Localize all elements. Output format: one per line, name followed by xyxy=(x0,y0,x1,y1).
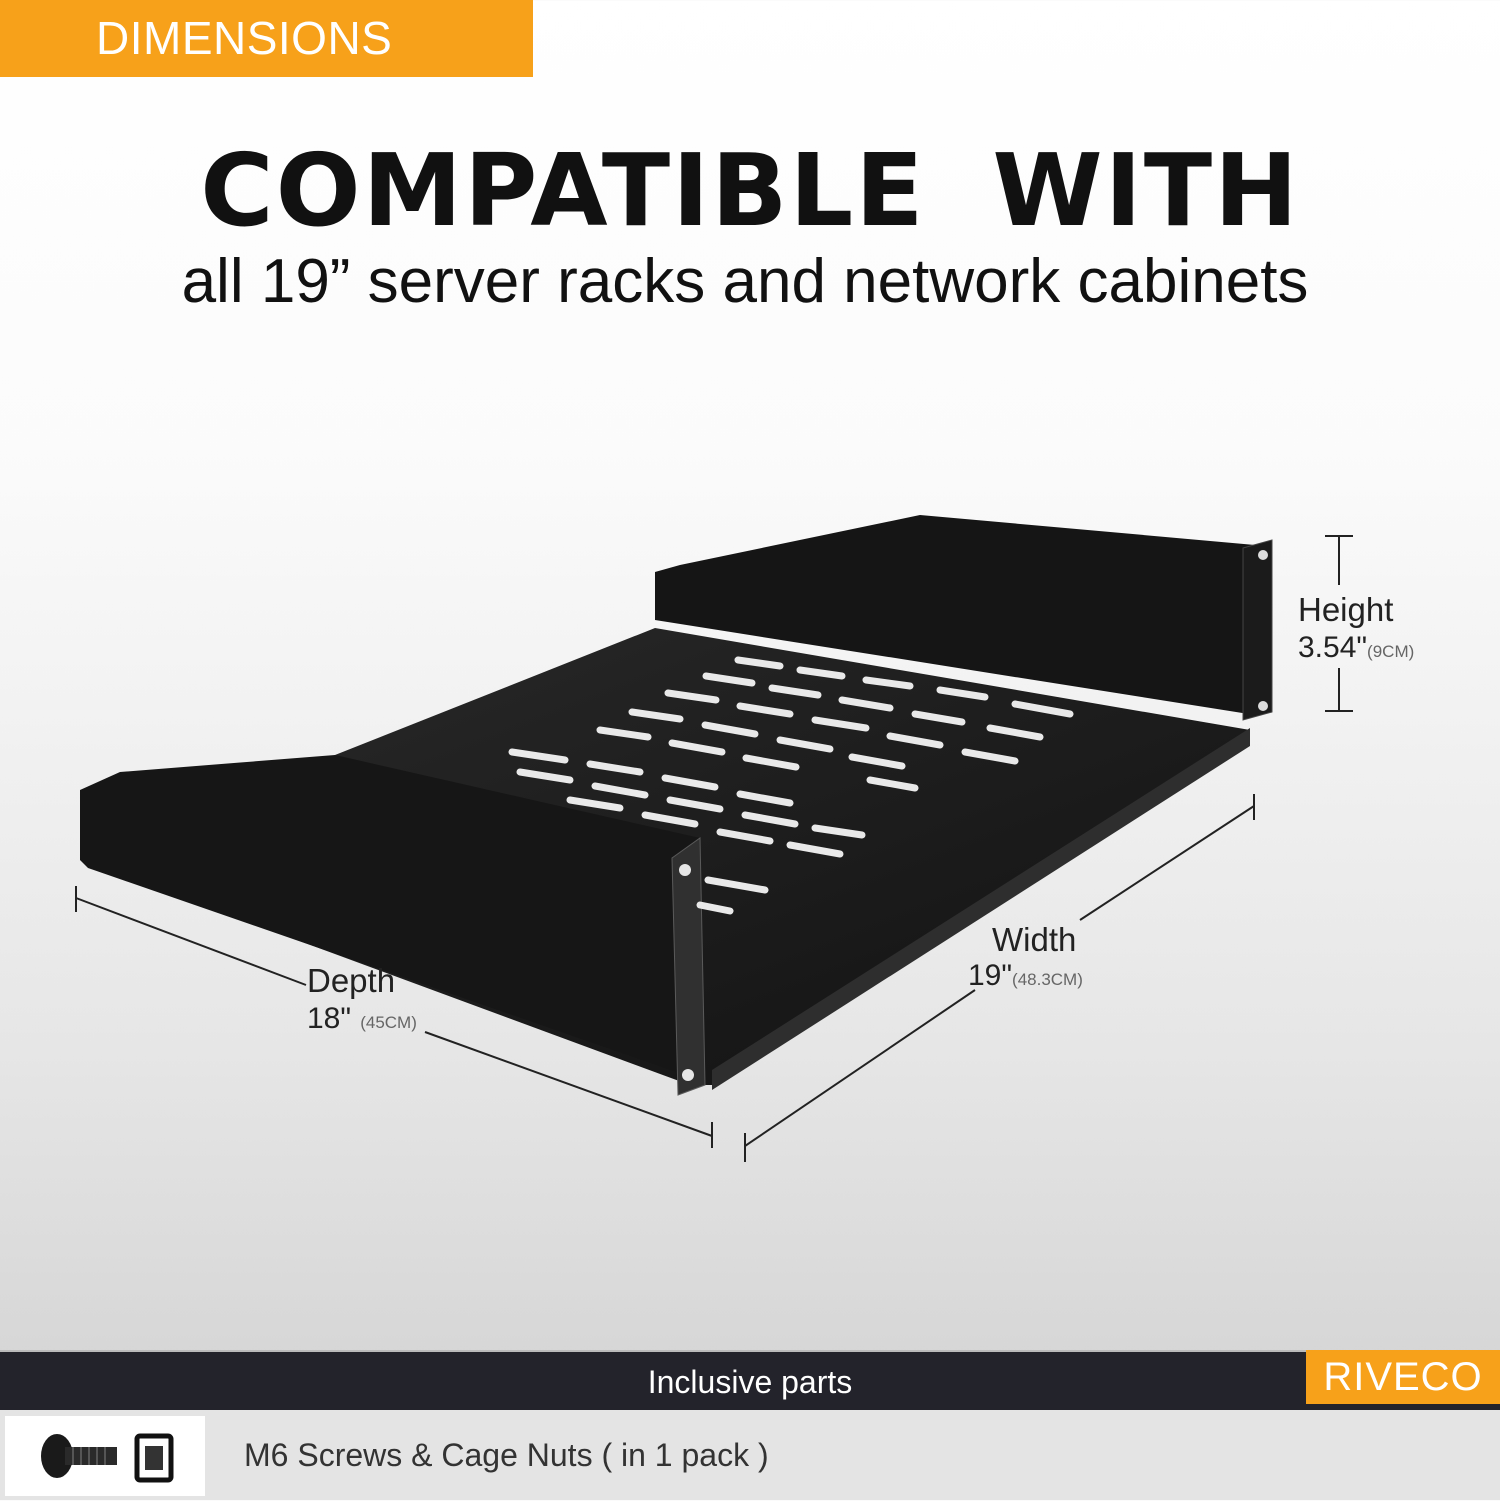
height-callout: Height 3.54"(9CM) xyxy=(1298,592,1414,670)
shelf-side-wall xyxy=(80,755,700,1080)
footer-bar: Inclusive parts xyxy=(0,1350,1500,1412)
shelf-right-bracket xyxy=(1242,539,1273,721)
parts-label: M6 Screws & Cage Nuts ( in 1 pack ) xyxy=(244,1437,769,1473)
width-value-row: 19"(48.3CM) xyxy=(968,956,1083,998)
rack-shelf-illustration xyxy=(75,515,1353,1162)
screw-head-icon xyxy=(41,1434,73,1478)
vent-slots xyxy=(508,656,1074,915)
depth-metric: (45CM) xyxy=(360,1013,417,1032)
width-value: 19" xyxy=(968,959,1013,992)
brand-logo: RIVECO xyxy=(1306,1350,1500,1404)
subheadline: all 19” server racks and network cabinet… xyxy=(181,247,1309,316)
height-dimension-line xyxy=(1325,535,1353,712)
depth-label: Depth xyxy=(307,962,396,999)
screws-cage-nuts-image xyxy=(5,1416,205,1496)
shelf-front-lip xyxy=(712,728,1250,1090)
height-label: Height xyxy=(1298,591,1394,628)
parts-row: M6 Screws & Cage Nuts ( in 1 pack ) xyxy=(0,1410,1500,1500)
height-metric: (9CM) xyxy=(1367,642,1415,661)
headline: COMPATIBLE WITH xyxy=(200,132,1300,249)
depth-callout: Depth 18" (45CM) xyxy=(307,963,417,1041)
shelf-back-wall xyxy=(655,515,1255,715)
inclusive-parts-title: Inclusive parts xyxy=(647,1364,853,1400)
depth-value: 18" xyxy=(307,1002,352,1035)
width-dimension-line xyxy=(744,794,1255,1162)
depth-dimension-line xyxy=(75,886,713,1148)
height-value: 3.54" xyxy=(1298,631,1368,664)
shelf-front-bracket xyxy=(671,837,706,1096)
width-metric: (48.3CM) xyxy=(1012,970,1083,989)
width-label: Width xyxy=(992,921,1077,958)
width-callout: Width xyxy=(992,922,1076,958)
cage-nut-icon xyxy=(134,1433,174,1483)
dimensions-tag: DIMENSIONS xyxy=(0,0,533,77)
